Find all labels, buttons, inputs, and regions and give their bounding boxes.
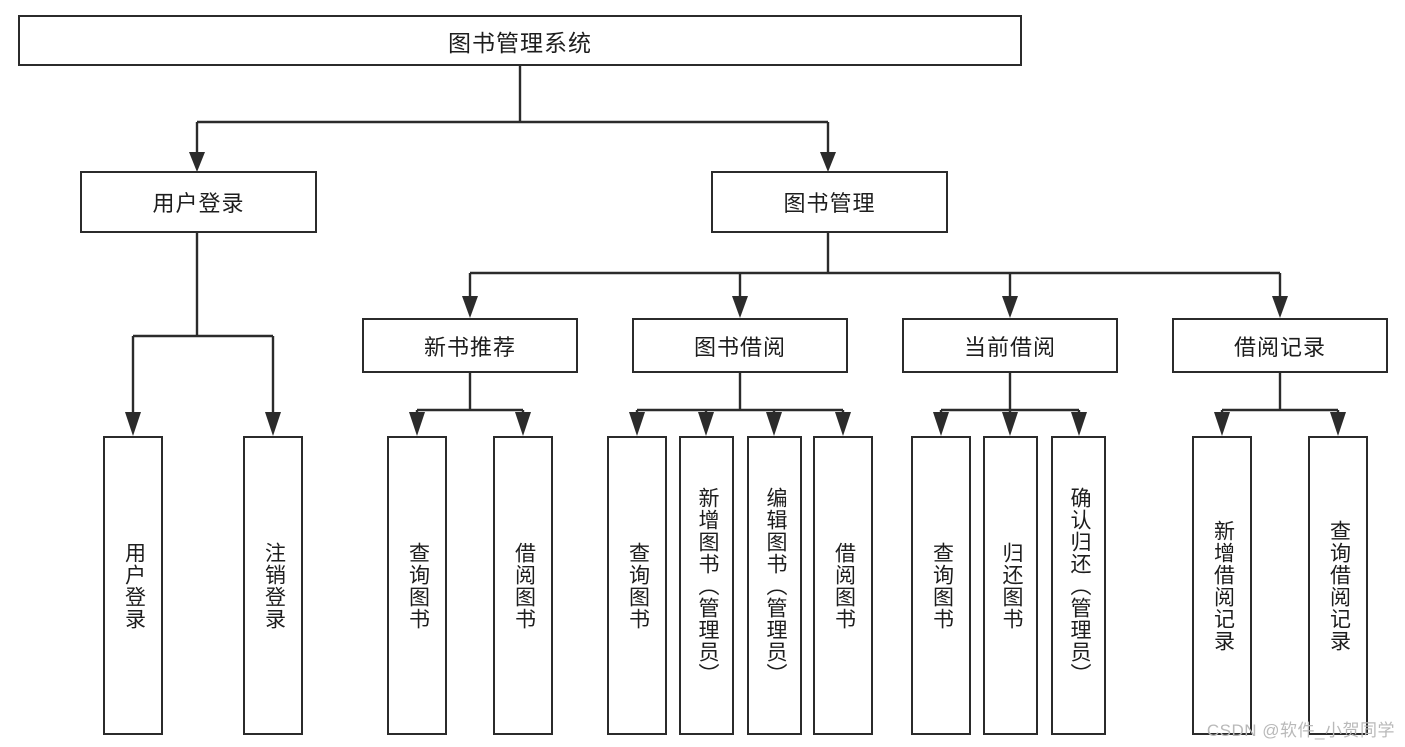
arrow-borrow-leaf2 (698, 412, 714, 436)
leaf-borrow-edit-label: 编辑图书（管理员） (763, 486, 787, 685)
arrow-root-to-book-manage (820, 152, 836, 172)
leaf-user-login-logout-label: 注销登录 (262, 541, 286, 630)
watermark: CSDN @软件_小贺同学 (1206, 721, 1395, 740)
node-borrow-record[interactable]: 借阅记录 (1172, 318, 1388, 373)
node-new-book-recommend[interactable]: 新书推荐 (362, 318, 578, 373)
arrow-bm-to-borrow (732, 296, 748, 318)
arrow-root-to-user-login (189, 152, 205, 172)
arrow-bm-to-current (1002, 296, 1018, 318)
leaf-record-query[interactable]: 查询借阅记录 (1308, 436, 1368, 735)
leaf-newbook-borrow-label: 借阅图书 (512, 541, 536, 630)
node-root[interactable]: 图书管理系统 (18, 15, 1022, 66)
leaf-borrow-edit[interactable]: 编辑图书（管理员） (747, 436, 802, 735)
arrow-record-leaf1 (1214, 412, 1230, 436)
arrow-newbook-leaf1 (409, 412, 425, 436)
node-book-manage-label: 图书管理 (783, 191, 876, 216)
leaf-record-query-label: 查询借阅记录 (1327, 519, 1351, 652)
leaf-borrow-add-label: 新增图书（管理员） (695, 486, 719, 685)
arrow-newbook-leaf2 (515, 412, 531, 436)
node-user-login[interactable]: 用户登录 (80, 171, 317, 233)
leaf-current-confirm-return[interactable]: 确认归还（管理员） (1051, 436, 1106, 735)
node-new-book-recommend-label: 新书推荐 (423, 334, 516, 360)
leaf-user-login-logout[interactable]: 注销登录 (243, 436, 303, 735)
node-borrow-record-label: 借阅记录 (1233, 334, 1326, 360)
node-user-login-label: 用户登录 (152, 191, 245, 216)
node-book-manage[interactable]: 图书管理 (711, 171, 948, 233)
arrow-current-leaf1 (933, 412, 949, 436)
node-book-borrow[interactable]: 图书借阅 (632, 318, 848, 373)
leaf-user-login-login-label: 用户登录 (122, 541, 146, 630)
arrow-bm-to-new-book (462, 296, 478, 318)
arrow-borrow-leaf1 (629, 412, 645, 436)
leaf-current-return[interactable]: 归还图书 (983, 436, 1038, 735)
leaf-borrow-query-label: 查询图书 (626, 541, 650, 630)
leaf-record-add-label: 新增借阅记录 (1211, 519, 1235, 652)
arrow-current-leaf3 (1071, 412, 1087, 436)
leaf-current-confirm-return-label: 确认归还（管理员） (1067, 486, 1091, 685)
arrow-current-leaf2 (1002, 412, 1018, 436)
arrow-bm-to-record (1272, 296, 1288, 318)
arrow-borrow-leaf4 (835, 412, 851, 436)
node-current-borrow[interactable]: 当前借阅 (902, 318, 1118, 373)
leaf-user-login-login[interactable]: 用户登录 (103, 436, 163, 735)
leaf-borrow-add[interactable]: 新增图书（管理员） (679, 436, 734, 735)
node-root-label: 图书管理系统 (448, 29, 592, 56)
leaf-newbook-query-label: 查询图书 (406, 541, 430, 630)
leaf-newbook-query[interactable]: 查询图书 (387, 436, 447, 735)
leaf-borrow-lend-label: 借阅图书 (832, 541, 856, 630)
leaf-borrow-query[interactable]: 查询图书 (607, 436, 667, 735)
leaf-current-return-label: 归还图书 (999, 541, 1023, 630)
arrow-record-leaf2 (1330, 412, 1346, 436)
leaf-current-query-label: 查询图书 (930, 541, 954, 630)
leaf-current-query[interactable]: 查询图书 (911, 436, 971, 735)
node-book-borrow-label: 图书借阅 (693, 334, 786, 360)
leaf-record-add[interactable]: 新增借阅记录 (1192, 436, 1252, 735)
leaf-newbook-borrow[interactable]: 借阅图书 (493, 436, 553, 735)
arrow-user-login-leaf1 (125, 412, 141, 436)
leaf-borrow-lend[interactable]: 借阅图书 (813, 436, 873, 735)
arrow-borrow-leaf3 (766, 412, 782, 436)
node-current-borrow-label: 当前借阅 (963, 334, 1056, 360)
arrow-user-login-leaf2 (265, 412, 281, 436)
